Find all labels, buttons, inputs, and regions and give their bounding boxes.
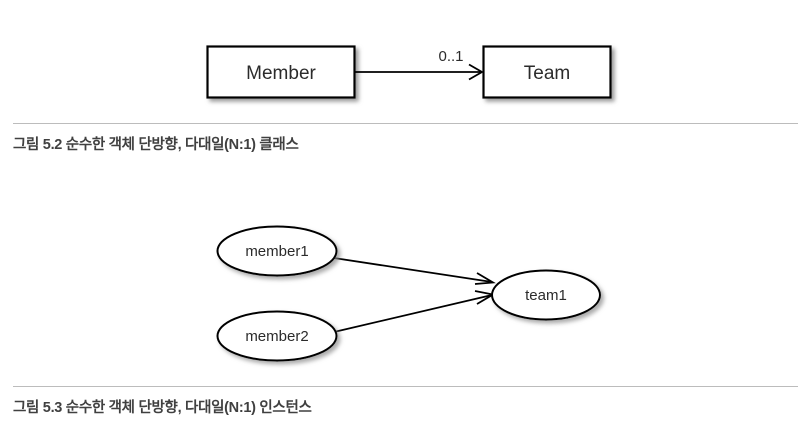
edge-member1-to-team1[interactable] [333, 257, 496, 285]
node-team-label: Team [524, 63, 570, 84]
caption-divider-instance [13, 386, 798, 387]
caption-divider-class [13, 123, 798, 124]
class-diagram-canvas: Member 0..1 Team [0, 0, 811, 118]
figure-class-diagram: Member 0..1 Team 그림 5.2 순수한 객체 단방향, 다대일(… [0, 0, 811, 160]
node-member1[interactable]: member1 [216, 225, 338, 277]
object-diagram-canvas: member1 member2 team1 [0, 190, 811, 386]
figure-object-diagram: member1 member2 team1 그림 5.3 순수한 객체 단방향,… [0, 190, 811, 422]
edge-multiplicity-label: 0..1 [438, 48, 463, 65]
node-member1-label: member1 [245, 243, 308, 260]
caption-object-diagram: 그림 5.3 순수한 객체 단방향, 다대일(N:1) 인스턴스 [13, 400, 312, 416]
node-member2-label: member2 [245, 328, 308, 345]
node-team1-label: team1 [525, 287, 567, 304]
node-member[interactable]: Member [206, 45, 356, 99]
node-team[interactable]: Team [482, 45, 612, 99]
node-member-label: Member [246, 63, 316, 84]
edge-member-to-team[interactable]: 0..1 [355, 48, 484, 81]
node-team1[interactable]: team1 [491, 269, 601, 321]
caption-class-diagram: 그림 5.2 순수한 객체 단방향, 다대일(N:1) 클래스 [13, 137, 299, 153]
node-member2[interactable]: member2 [216, 310, 338, 362]
edge-member2-to-team1[interactable] [333, 290, 496, 333]
